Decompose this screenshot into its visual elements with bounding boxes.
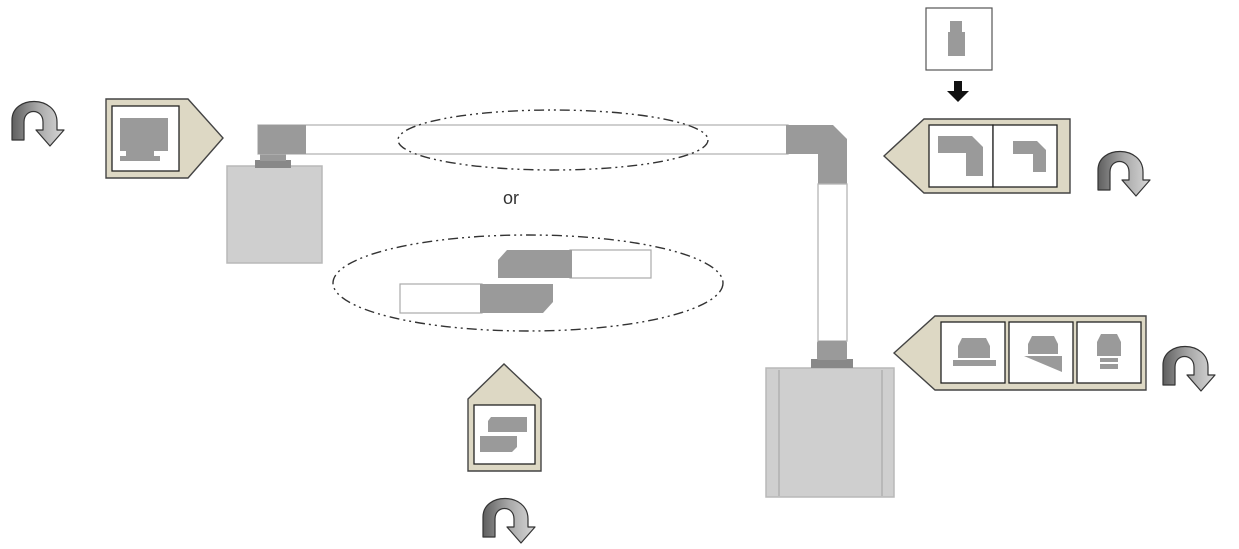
elbow-joint [786,125,847,184]
panel-offset[interactable] [467,363,542,472]
fitting-icon [948,21,965,56]
rotate-arrow-icon-bottom[interactable] [482,497,536,544]
left-unit [226,153,323,264]
offset-connector-icon [480,417,527,452]
rotate-arrow-icon-top-right[interactable] [1097,150,1151,197]
down-arrow-icon [947,81,969,102]
rotate-arrow-icon-left[interactable] [11,100,65,147]
panel-elbows[interactable] [882,118,1071,194]
rotate-arrow-icon-right[interactable] [1162,345,1216,392]
vertical-duct [817,183,848,342]
adapter-slanted-icon [1024,336,1062,372]
elbow-small-icon [1013,141,1046,172]
offset-alternative [332,234,724,332]
horizontal-duct [257,124,847,184]
fitting-selector-box[interactable] [925,7,993,71]
right-unit [765,341,895,498]
adapter-stepped-icon [1097,334,1121,369]
elbow-large-icon [938,136,983,176]
selection-ellipse-duct [397,109,709,171]
panel-adapters[interactable] [892,315,1147,391]
monitor-icon [120,118,168,161]
panel-left[interactable] [105,98,224,179]
or-label: or [503,188,519,208]
adapter-flat-icon [953,338,996,366]
